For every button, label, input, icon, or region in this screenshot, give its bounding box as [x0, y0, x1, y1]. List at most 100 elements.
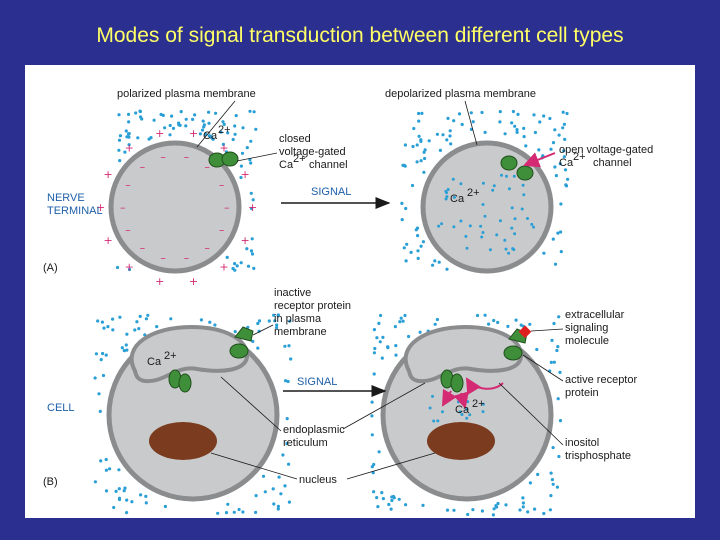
particle-dot	[115, 265, 120, 270]
particle-dot	[179, 110, 183, 114]
particle-dot	[381, 335, 385, 339]
particle-dot	[130, 500, 134, 504]
particle-dot	[224, 511, 229, 515]
minus-charge: –	[219, 178, 225, 191]
particle-dot	[452, 508, 456, 512]
particle-dot	[117, 148, 121, 152]
plus-charge: +	[189, 275, 198, 288]
particle-dot	[402, 163, 406, 167]
particle-dot	[480, 235, 484, 239]
particle-dot	[526, 510, 530, 514]
particle-dot	[390, 498, 394, 503]
particle-dot	[404, 503, 408, 507]
plus-charge: +	[219, 260, 228, 273]
particle-dot	[285, 417, 289, 421]
particle-dot	[535, 347, 539, 352]
open-channel-label-1: open voltage-gated	[559, 144, 653, 156]
particle-dot	[124, 343, 128, 347]
particle-dot	[444, 197, 448, 201]
particle-dot	[118, 159, 122, 163]
ca-ion-label-b-right: Ca	[455, 404, 470, 416]
er-label-1: endoplasmic	[283, 424, 345, 436]
minus-charge: –	[140, 160, 146, 173]
particle-dot	[250, 237, 254, 241]
particle-dot	[135, 320, 139, 324]
particle-dot	[533, 507, 537, 511]
particle-dot	[549, 360, 553, 364]
particle-dot	[491, 513, 495, 517]
ca-ion-label-b-left: Ca	[147, 356, 162, 368]
particle-dot	[125, 498, 129, 502]
particle-dot	[376, 505, 380, 509]
particle-dot	[403, 313, 407, 318]
particle-dot	[526, 217, 529, 220]
particle-dot	[245, 146, 249, 150]
particle-dot	[398, 320, 402, 324]
particle-dot	[459, 182, 463, 186]
closed-channel-label-4: channel	[309, 159, 348, 171]
particle-dot	[417, 119, 421, 123]
minus-charge: –	[125, 178, 131, 191]
particle-dot	[279, 492, 283, 496]
particle-dot	[378, 340, 382, 344]
particle-dot	[168, 133, 172, 137]
particle-dot	[524, 144, 528, 148]
particle-dot	[550, 338, 554, 342]
particle-dot	[521, 505, 525, 509]
particle-dot	[241, 510, 245, 514]
particle-dot	[221, 120, 225, 124]
particle-dot	[389, 507, 393, 511]
particle-dot	[515, 128, 519, 132]
particle-dot	[504, 503, 508, 507]
particle-dot	[144, 501, 148, 505]
particle-dot	[521, 183, 525, 187]
particle-dot	[120, 346, 124, 350]
ip3-receptor-channel-left	[168, 369, 192, 393]
closed-calcium-channel	[208, 151, 239, 168]
particle-dot	[566, 177, 570, 181]
particle-dot	[445, 138, 449, 142]
particle-dot	[144, 494, 148, 498]
particle-dot	[104, 353, 108, 357]
particle-dot	[263, 490, 267, 494]
particle-dot	[272, 502, 276, 506]
particle-dot	[191, 117, 195, 121]
nucleus-label: nucleus	[299, 474, 337, 486]
svg-text:2+: 2+	[472, 398, 485, 410]
particle-dot	[551, 446, 555, 450]
particle-dot	[498, 110, 502, 114]
particle-dot	[516, 112, 520, 116]
particle-dot	[245, 247, 249, 251]
extracellular-label-2: signaling	[565, 322, 608, 334]
particle-dot	[562, 122, 567, 126]
particle-dot	[149, 136, 153, 140]
particle-dot	[248, 109, 252, 113]
particle-dot	[373, 346, 377, 351]
particle-dot	[498, 120, 502, 124]
particle-dot	[554, 174, 559, 178]
particle-dot	[207, 110, 211, 114]
particle-dot	[452, 119, 456, 123]
particle-dot	[214, 111, 218, 115]
particle-dot	[106, 325, 110, 329]
particle-dot	[200, 128, 205, 132]
signal-label-a: SIGNAL	[311, 186, 351, 198]
particle-dot	[481, 231, 485, 234]
particle-dot	[562, 149, 566, 153]
particle-dot	[505, 174, 508, 178]
extracellular-dots-b-left	[93, 313, 293, 515]
particle-dot	[399, 316, 403, 320]
minus-charge: –	[224, 201, 230, 214]
particle-dot	[127, 143, 131, 147]
plus-charge: +	[125, 142, 134, 155]
particle-dot	[124, 129, 128, 133]
particle-dot	[211, 137, 215, 141]
particle-dot	[111, 328, 115, 332]
particle-dot	[372, 490, 376, 494]
particle-dot	[386, 345, 390, 349]
nerve-label: NERVE	[47, 192, 85, 204]
minus-charge: –	[125, 224, 131, 237]
particle-dot	[487, 322, 491, 326]
particle-dot	[553, 165, 557, 169]
particle-dot	[417, 134, 421, 138]
